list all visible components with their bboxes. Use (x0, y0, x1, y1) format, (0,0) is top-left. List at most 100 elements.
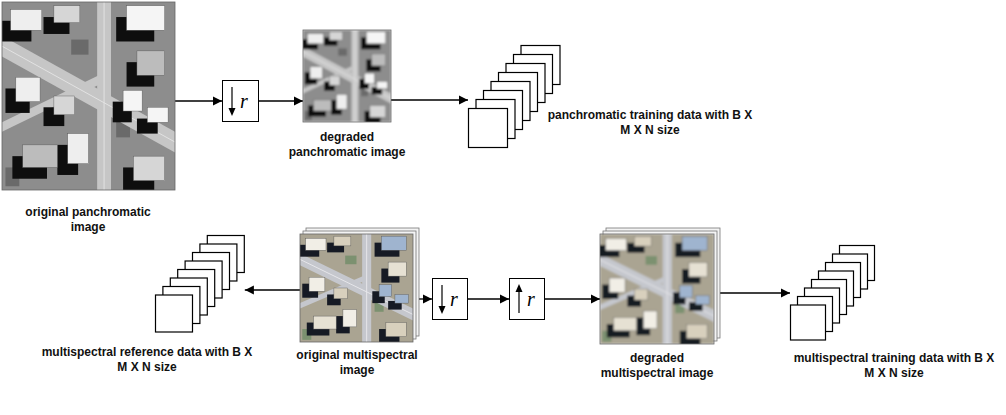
node-art (155, 235, 245, 333)
building (687, 324, 708, 338)
ground-patch (646, 256, 657, 265)
building (16, 77, 40, 101)
flow-arrow (391, 99, 468, 100)
building (336, 94, 347, 109)
flow-arrow (545, 298, 600, 299)
aerial-photo (303, 30, 391, 122)
image-frame (303, 30, 391, 122)
road-marking (303, 52, 391, 99)
road-marking (667, 234, 668, 344)
building (314, 100, 332, 111)
road (2, 75, 99, 131)
image-panel: original multispectral image (300, 234, 413, 342)
road (351, 30, 358, 122)
image-panel: degraded multispectral image (600, 234, 714, 344)
building (614, 318, 637, 331)
building (11, 10, 42, 31)
factor-label: r (223, 90, 248, 112)
aerial-photo (2, 2, 175, 190)
aerial-photo (600, 234, 714, 344)
image-panel: degraded panchromatic image (303, 30, 391, 122)
building (54, 96, 75, 115)
building (395, 294, 409, 303)
building (609, 278, 625, 292)
resampling-box: r (222, 80, 259, 122)
flow-arrow (259, 100, 303, 101)
road (600, 277, 664, 310)
building (377, 82, 388, 89)
flow-arrow (714, 292, 790, 293)
data-stack: multispectral reference data with B X M … (155, 235, 245, 333)
building (386, 323, 406, 337)
image-caption: multispectral training data with B X M X… (790, 351, 998, 381)
data-slice (469, 109, 508, 148)
image-panel: original panchromatic image (2, 2, 175, 190)
image-caption: degraded multispectral image (596, 351, 719, 381)
road-marking (104, 2, 105, 190)
node-art (600, 234, 714, 344)
ground-patch (338, 48, 347, 55)
building (366, 32, 385, 44)
road-marking (366, 234, 367, 342)
road (303, 66, 352, 94)
image-caption: multispectral reference data with B X M … (38, 345, 256, 375)
building (329, 76, 340, 85)
ground-patch (345, 256, 356, 265)
flow-arrow (175, 100, 222, 101)
building (372, 54, 386, 66)
resampling-box: r (509, 278, 545, 320)
node-art (790, 245, 875, 341)
image-caption: original panchromatic image (16, 205, 160, 235)
arrow-symbol (439, 306, 446, 314)
building (334, 236, 351, 246)
building (123, 90, 142, 111)
node-art (468, 45, 561, 148)
building (343, 310, 357, 327)
arrow-symbol (229, 108, 236, 116)
building (68, 134, 89, 164)
flow-arrow (468, 298, 509, 299)
resampling-box: r (432, 278, 468, 320)
arrow-symbol (441, 285, 442, 307)
building (365, 73, 375, 83)
building (379, 285, 391, 297)
arrow-symbol (518, 291, 519, 313)
ground (600, 234, 714, 344)
image-caption: original multispectral image (287, 348, 427, 378)
aerial-photo (300, 234, 413, 342)
arrow-symbol (516, 284, 523, 292)
ground (303, 30, 391, 122)
node-art (300, 234, 413, 342)
building (643, 311, 657, 329)
ground (300, 234, 413, 342)
image-frame (300, 234, 413, 342)
building (54, 6, 80, 23)
building (23, 145, 58, 168)
road-marking (600, 260, 714, 316)
node-art (303, 30, 391, 122)
ground-patch (71, 40, 88, 55)
building (307, 34, 323, 44)
node-art (2, 2, 175, 190)
building (127, 6, 165, 30)
road (300, 276, 363, 308)
building (133, 156, 164, 180)
building (370, 105, 386, 117)
flow-arrow (245, 289, 300, 290)
building (137, 51, 165, 75)
building (334, 288, 348, 299)
image-frame (600, 234, 714, 344)
building (696, 296, 710, 305)
road-marking (300, 259, 413, 314)
data-slice (791, 305, 826, 340)
building (388, 262, 406, 276)
factor-label: r (433, 288, 458, 310)
building (310, 67, 322, 79)
building (634, 289, 648, 300)
arrow-symbol (231, 87, 232, 109)
building (309, 277, 325, 291)
image-caption: degraded panchromatic image (285, 130, 410, 160)
building (634, 236, 651, 246)
factor-label: r (510, 288, 535, 310)
